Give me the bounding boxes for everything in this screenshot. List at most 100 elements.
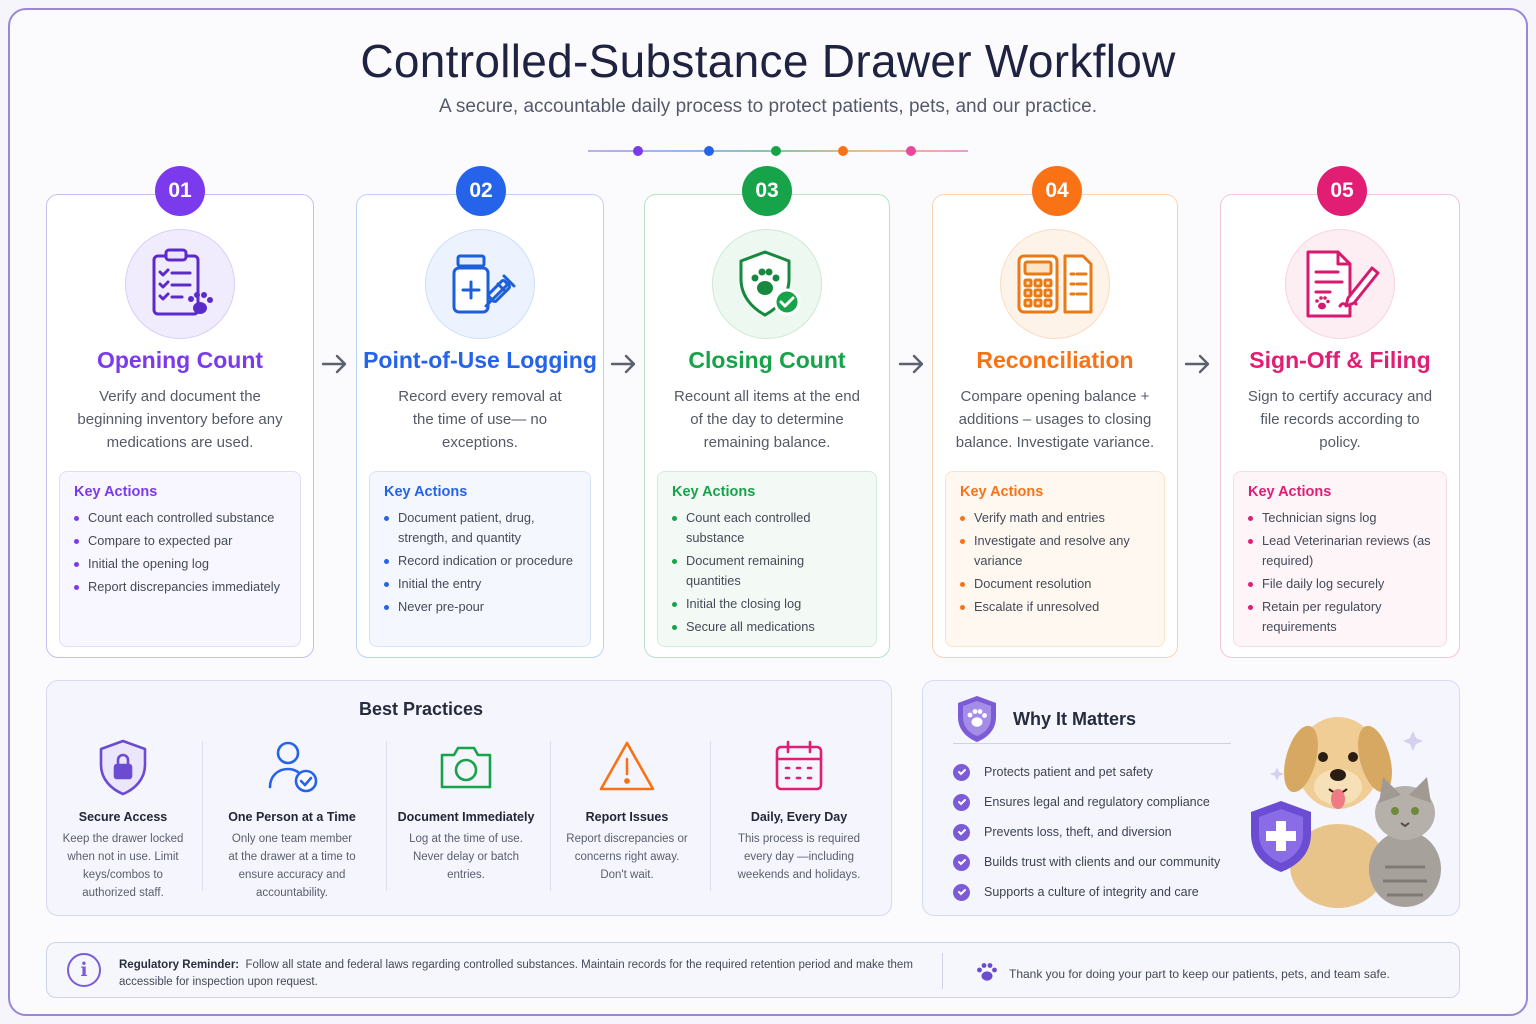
list-item: Retain per regulatory requirements: [1248, 597, 1432, 637]
regulatory-footer: i Regulatory Reminder: Follow all state …: [46, 942, 1460, 998]
key-actions-title: Key Actions: [960, 484, 1044, 500]
list-item: Initial the opening log: [74, 554, 286, 574]
step-number-badge: 02: [456, 166, 506, 216]
progress-dots: [588, 144, 968, 158]
step-card-opening-count: Opening Count Verify and document the be…: [46, 194, 314, 658]
list-item: Document remaining quantities: [672, 551, 862, 591]
key-actions-box: Key Actions Document patient, drug, stre…: [369, 471, 591, 647]
best-practice-description: Keep the drawer locked when not in use. …: [62, 833, 184, 899]
arrow-right-icon: [321, 354, 347, 374]
list-item: Document patient, drug, strength, and qu…: [384, 508, 576, 548]
best-practice-title: Document Immediately: [397, 810, 535, 824]
list-item: Secure all medications: [672, 617, 862, 637]
list-item: Prevents loss, theft, and diversion: [953, 817, 1220, 847]
list-item: Lead Veterinarian reviews (as required): [1248, 531, 1432, 571]
list-item: Never pre-pour: [384, 597, 576, 617]
key-actions-box: Key Actions Verify math and entries Inve…: [945, 471, 1165, 647]
key-actions-title: Key Actions: [672, 484, 756, 500]
shield-paw-check-icon: [712, 229, 822, 339]
arrow-right-icon: [898, 354, 924, 374]
step-description: Sign to certify accuracy and file record…: [1247, 388, 1433, 451]
best-practice-title: Report Issues: [585, 810, 669, 824]
list-item: Escalate if unresolved: [960, 597, 1150, 617]
list-item: Initial the entry: [384, 574, 576, 594]
key-actions-box: Key Actions Count each controlled substa…: [59, 471, 301, 647]
best-practices-panel: Best Practices Secure Access Keep the dr…: [46, 680, 892, 916]
page-title: Controlled-Substance Drawer Workflow: [360, 35, 1176, 87]
list-item: File daily log securely: [1248, 574, 1432, 594]
user-check-icon: [268, 741, 318, 793]
list-item: Compare to expected par: [74, 531, 286, 551]
list-item: Verify math and entries: [960, 508, 1150, 528]
step-card-reconciliation: Reconciliation Compare opening balance +…: [932, 194, 1178, 658]
key-actions-title: Key Actions: [384, 484, 468, 500]
shield-paw-icon: [958, 696, 996, 742]
list-item: Protects patient and pet safety: [953, 757, 1220, 787]
warning-icon: [599, 741, 655, 791]
clipboard-paw-icon: [125, 229, 235, 339]
best-practice-item: Daily, Every Day This process is require…: [729, 737, 869, 884]
check-circle-icon: [953, 853, 970, 871]
step-card-point-of-use-logging: Point-of-Use Logging Record every remova…: [356, 194, 604, 658]
page-subtitle: A secure, accountable daily process to p…: [439, 96, 1097, 117]
step-title: Closing Count: [688, 347, 846, 373]
step-card-closing-count: Closing Count Recount all items at the e…: [644, 194, 890, 658]
key-actions-title: Key Actions: [1248, 484, 1332, 500]
best-practice-description: This process is required every day —incl…: [737, 833, 861, 881]
best-practice-title: Secure Access: [78, 810, 168, 824]
regulatory-reminder: Regulatory Reminder: Follow all state an…: [119, 959, 913, 988]
step-description: Verify and document the beginning invent…: [77, 388, 283, 451]
step-number-badge: 05: [1317, 166, 1367, 216]
document-pen-icon: [1285, 229, 1395, 339]
best-practice-title: Daily, Every Day: [750, 810, 848, 824]
thank-you-note: Thank you for doing your part to keep ou…: [1009, 967, 1390, 981]
why-it-matters-title: Why It Matters: [1013, 709, 1137, 729]
list-item: Initial the closing log: [672, 594, 862, 614]
list-item: Count each controlled substance: [74, 508, 286, 528]
dog-and-cat-illustration: [1251, 717, 1441, 908]
check-circle-icon: [953, 883, 970, 901]
best-practice-description: Log at the time of use. Never delay or b…: [409, 833, 523, 881]
step-card-sign-off-filing: Sign-Off & Filing Sign to certify accura…: [1220, 194, 1460, 658]
list-item: Document resolution: [960, 574, 1150, 594]
best-practice-item: One Person at a Time Only one team membe…: [227, 737, 357, 902]
key-actions-title: Key Actions: [74, 484, 158, 500]
step-title: Reconciliation: [976, 347, 1134, 373]
step-title: Point-of-Use Logging: [363, 347, 597, 373]
best-practice-description: Only one team member at the drawer at a …: [228, 833, 356, 899]
step-number-badge: 03: [742, 166, 792, 216]
step-number-badge: 04: [1032, 166, 1082, 216]
best-practice-item: Document Immediately Log at the time of …: [397, 737, 535, 884]
list-item: Investigate and resolve any variance: [960, 531, 1150, 571]
check-circle-icon: [953, 823, 970, 841]
vial-syringe-icon: [425, 229, 535, 339]
best-practices-title: Best Practices: [358, 699, 484, 719]
best-practice-item: Secure Access Keep the drawer locked whe…: [59, 737, 187, 902]
key-actions-box: Key Actions Count each controlled substa…: [657, 471, 877, 647]
camera-icon: [440, 746, 492, 789]
check-circle-icon: [953, 793, 970, 811]
list-item: Report discrepancies immediately: [74, 577, 286, 597]
step-description: Recount all items at the end of the day …: [674, 388, 860, 451]
key-actions-box: Key Actions Technician signs log Lead Ve…: [1233, 471, 1447, 647]
best-practice-description: Report discrepancies or concerns right a…: [566, 833, 688, 881]
info-icon: i: [67, 953, 101, 987]
step-number-badge: 01: [155, 166, 205, 216]
list-item: Count each controlled substance: [672, 508, 862, 548]
check-circle-icon: [953, 763, 970, 781]
list-item: Supports a culture of integrity and care: [953, 877, 1220, 907]
step-title: Sign-Off & Filing: [1249, 347, 1431, 373]
calendar-icon: [775, 740, 823, 791]
arrow-right-icon: [610, 354, 636, 374]
calculator-document-icon: [1000, 229, 1110, 339]
step-description: Record every removal at the time of use—…: [398, 388, 562, 451]
step-description: Compare opening balance + additions – us…: [955, 388, 1155, 451]
arrow-right-icon: [1184, 354, 1210, 374]
paw-icon: [977, 963, 997, 981]
best-practice-item: Report Issues Report discrepancies or co…: [563, 737, 691, 884]
list-item: Technician signs log: [1248, 508, 1432, 528]
why-it-matters-panel: Why It Matters Protects patient and pet …: [922, 680, 1460, 916]
shield-lock-icon: [99, 739, 147, 796]
list-item: Builds trust with clients and our commun…: [953, 847, 1220, 877]
list-item: Ensures legal and regulatory compliance: [953, 787, 1220, 817]
